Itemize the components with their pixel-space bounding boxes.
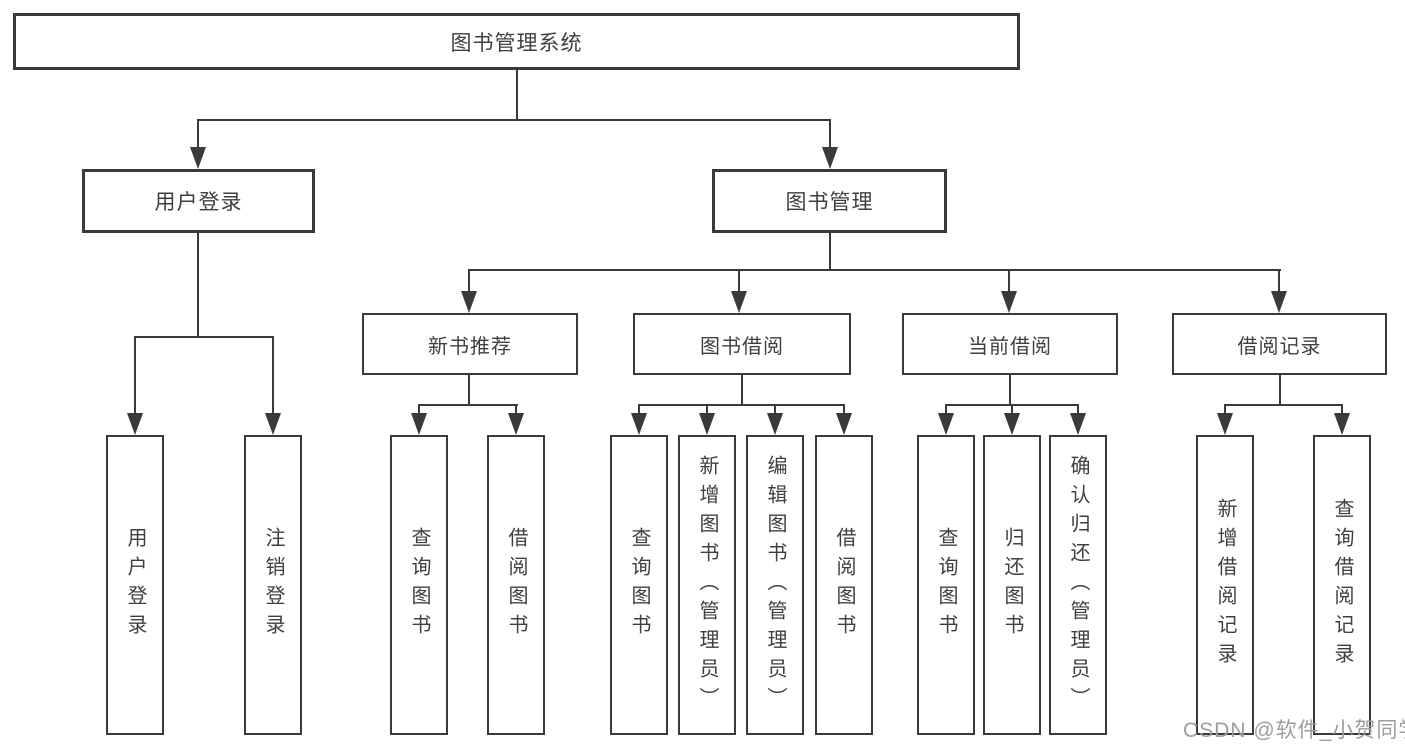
connector-drop — [1278, 269, 1280, 292]
connector-drop — [272, 336, 274, 414]
leaf-borrow-books-2: 借阅图书 — [815, 435, 873, 735]
connector-bookmgmt-crossbar — [468, 269, 1281, 271]
connector-currentborrow-stem — [1009, 375, 1011, 405]
connector-drop — [468, 269, 470, 292]
connector-newbook-crossbar — [418, 404, 518, 406]
leaf-label: 注销登录 — [262, 527, 284, 643]
arrow-down-icon — [1271, 291, 1287, 313]
connector-bookborrow-crossbar — [638, 404, 845, 406]
arrow-down-icon — [631, 413, 647, 435]
connector-drop — [843, 404, 845, 416]
connector-drop — [945, 404, 947, 416]
leaf-label: 新增借阅记录 — [1214, 498, 1236, 672]
leaf-user-login: 用户登录 — [106, 435, 164, 735]
arrow-down-icon — [836, 413, 852, 435]
node-book-borrow: 图书借阅 — [633, 313, 851, 375]
connector-drop — [829, 119, 831, 149]
arrow-down-icon — [822, 147, 838, 169]
node-library-management-system: 图书管理系统 — [13, 13, 1020, 70]
arrow-down-icon — [461, 291, 477, 313]
leaf-add-borrow-record: 新增借阅记录 — [1196, 435, 1254, 735]
arrow-down-icon — [411, 413, 427, 435]
leaf-label: 新增图书（管理员） — [696, 454, 718, 716]
connector-drop — [1008, 269, 1010, 292]
node-current-borrow: 当前借阅 — [902, 313, 1118, 375]
arrow-down-icon — [508, 413, 524, 435]
arrow-down-icon — [731, 291, 747, 313]
connector-drop — [1224, 404, 1226, 416]
leaf-query-books: 查询图书 — [390, 435, 448, 735]
connector-drop — [1077, 404, 1079, 416]
connector-drop — [418, 404, 420, 416]
connector-drop — [706, 404, 708, 416]
connector-root-crossbar — [197, 119, 831, 121]
arrow-down-icon — [127, 413, 143, 435]
leaf-return-books: 归还图书 — [983, 435, 1041, 735]
connector-borrowrecords-stem — [1279, 375, 1281, 405]
leaf-label: 查询图书 — [935, 527, 957, 643]
connector-drop — [638, 404, 640, 416]
arrow-down-icon — [1070, 413, 1086, 435]
connector-drop — [1011, 404, 1013, 416]
connector-bookmgmt-stem — [829, 233, 831, 270]
connector-drop — [515, 404, 517, 416]
arrow-down-icon — [767, 413, 783, 435]
leaf-label: 查询借阅记录 — [1331, 498, 1353, 672]
arrow-down-icon — [1217, 413, 1233, 435]
leaf-label: 归还图书 — [1001, 527, 1023, 643]
leaf-label: 查询图书 — [408, 527, 430, 643]
leaf-query-books-3: 查询图书 — [917, 435, 975, 735]
leaf-confirm-return-admin: 确认归还（管理员） — [1049, 435, 1107, 735]
arrow-down-icon — [265, 413, 281, 435]
csdn-watermark: CSDN @软件_小贺同学 — [1183, 719, 1405, 742]
leaf-label: 用户登录 — [124, 527, 146, 643]
connector-drop — [134, 336, 136, 414]
node-book-management: 图书管理 — [712, 169, 947, 233]
leaf-label: 借阅图书 — [505, 527, 527, 643]
leaf-label: 确认归还（管理员） — [1067, 454, 1089, 716]
arrow-down-icon — [1004, 413, 1020, 435]
connector-drop — [1341, 404, 1343, 416]
connector-borrowrecords-crossbar — [1224, 404, 1342, 406]
connector-drop — [774, 404, 776, 416]
node-user-login: 用户登录 — [82, 169, 315, 233]
connector-bookborrow-stem — [741, 375, 743, 405]
connector-drop — [738, 269, 740, 292]
leaf-borrow-books: 借阅图书 — [487, 435, 545, 735]
leaf-query-borrow-record: 查询借阅记录 — [1313, 435, 1371, 735]
leaf-add-books-admin: 新增图书（管理员） — [678, 435, 736, 735]
connector-newbook-stem — [468, 375, 470, 405]
arrow-down-icon — [1001, 291, 1017, 313]
arrow-down-icon — [1334, 413, 1350, 435]
arrow-down-icon — [699, 413, 715, 435]
node-new-book-recommend: 新书推荐 — [362, 313, 578, 375]
leaf-edit-books-admin: 编辑图书（管理员） — [746, 435, 804, 735]
node-borrow-records: 借阅记录 — [1172, 313, 1387, 375]
arrow-down-icon — [938, 413, 954, 435]
connector-root-stem — [516, 70, 518, 120]
leaf-label: 借阅图书 — [833, 527, 855, 643]
connector-userlogin-stem — [197, 233, 199, 337]
leaf-label: 查询图书 — [628, 527, 650, 643]
leaf-query-books-2: 查询图书 — [610, 435, 668, 735]
arrow-down-icon — [190, 147, 206, 169]
connector-userlogin-crossbar — [134, 336, 274, 338]
leaf-logout: 注销登录 — [244, 435, 302, 735]
leaf-label: 编辑图书（管理员） — [764, 454, 786, 716]
connector-drop — [197, 119, 199, 149]
